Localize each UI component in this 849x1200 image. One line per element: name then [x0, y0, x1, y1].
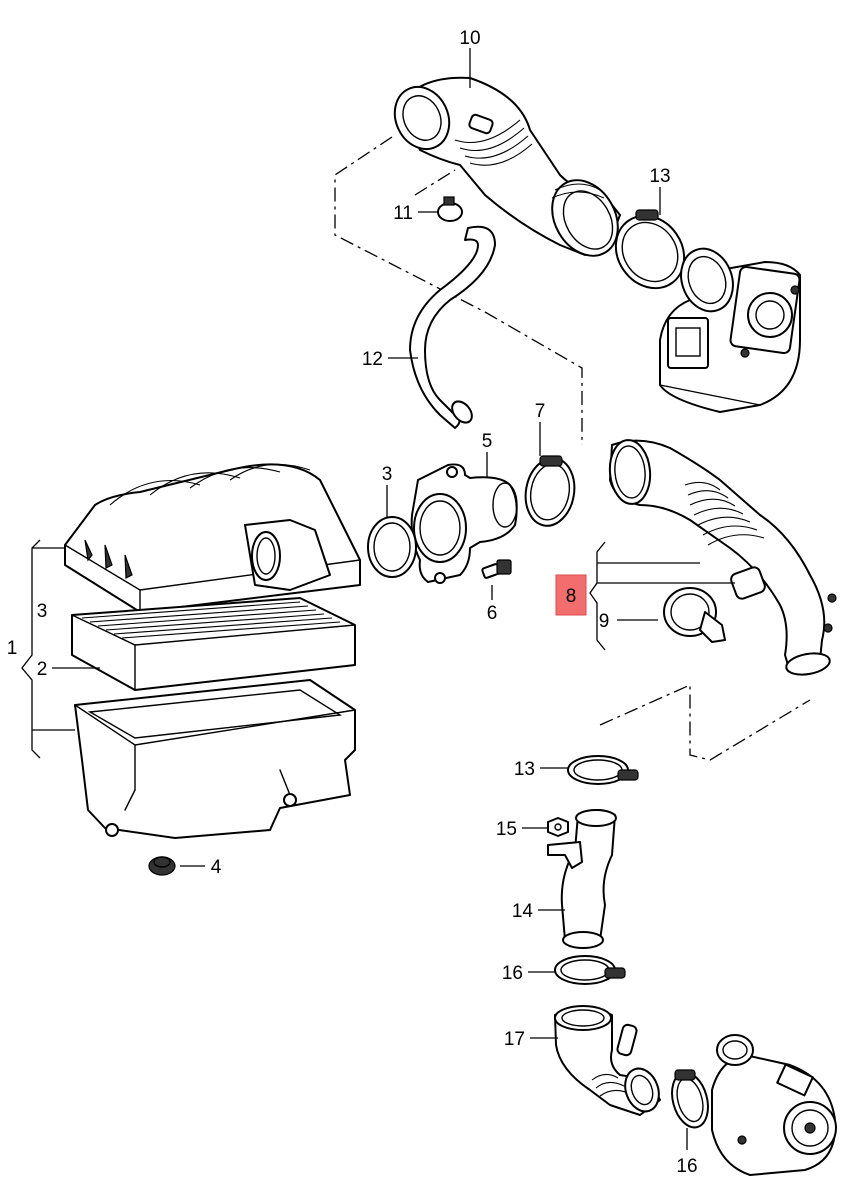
callout-labels: 10 11 12 13 7 5 3 3 1 2 6 8 9 4 13 15 14…: [7, 28, 698, 1177]
part-7-clamp: [524, 455, 576, 527]
throttle-body: [659, 247, 801, 413]
part-14-hose: [547, 809, 617, 949]
part-15-nut: [547, 817, 569, 837]
part-10-intake-hose: [393, 76, 621, 257]
callout-9: 9: [599, 611, 610, 632]
part-2-filter-element: [71, 597, 356, 691]
callout-7: 7: [535, 401, 546, 422]
part-17-turbo-pipe: [554, 1005, 661, 1116]
part-9-connector: [663, 587, 726, 643]
part-13-clamp-top: [614, 209, 686, 290]
callout-17: 17: [504, 1029, 525, 1050]
callout-15: 15: [496, 819, 517, 840]
part-13-clamp-lower: [567, 755, 639, 785]
air-filter-lower-housing: [74, 679, 356, 839]
part-3-gasket: [367, 516, 417, 578]
part-4-grommet: [148, 856, 176, 876]
callout-16-lower: 16: [676, 1156, 697, 1177]
assembly-dash-lines: [334, 136, 811, 761]
callout-13-lower: 13: [514, 759, 535, 780]
part-16-clamp-lower: [671, 1069, 709, 1129]
callout-8: 8: [566, 586, 577, 607]
callout-16-upper: 16: [502, 963, 523, 984]
callout-6: 6: [487, 603, 498, 624]
callout-14: 14: [512, 901, 534, 922]
callout-12: 12: [362, 349, 383, 370]
part-16-clamp-upper: [554, 955, 626, 985]
turbocharger: [711, 1034, 837, 1176]
part-11-hose-clip: [437, 196, 463, 222]
part-8-charge-hose: [608, 439, 837, 676]
label-bracket-1: [21, 539, 100, 759]
callout-3-housing: 3: [37, 601, 48, 622]
leader-lines: [180, 48, 688, 1150]
callout-10: 10: [459, 28, 480, 49]
callout-3-gasket: 3: [382, 464, 393, 485]
callout-5: 5: [482, 431, 493, 452]
callout-4: 4: [211, 857, 222, 878]
part-12-breather-hose: [409, 225, 496, 429]
air-filter-housing: [64, 463, 361, 613]
callout-1: 1: [7, 638, 18, 659]
callout-13-top: 13: [649, 166, 670, 187]
highlight-box: [555, 574, 587, 616]
callout-11: 11: [393, 203, 413, 224]
label-bracket-8: [589, 541, 735, 651]
part-6-bolt: [481, 559, 512, 579]
part-5-flange-pipe: [410, 463, 518, 584]
callout-2: 2: [37, 659, 48, 680]
